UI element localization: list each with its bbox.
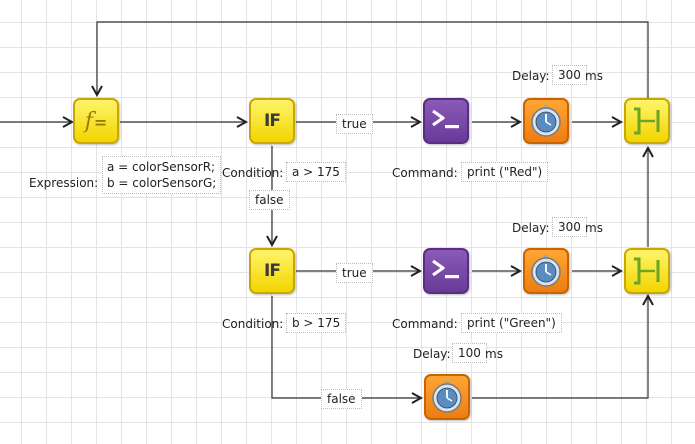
stopwatch-icon [531, 105, 561, 137]
if1-condition-label: Condition: [222, 166, 284, 180]
wire-if2-delay3 [271, 296, 421, 398]
cmd1-value[interactable]: print ("Red") [461, 162, 549, 182]
delay-block-2[interactable] [523, 248, 569, 294]
end-block-2[interactable] [624, 248, 670, 294]
stopwatch-icon [531, 255, 561, 287]
delay3-label: Delay: [413, 347, 451, 361]
end-join-icon [634, 257, 660, 285]
if1-condition-value[interactable]: a > 175 [286, 162, 346, 182]
cmd2-value[interactable]: print ("Green") [461, 313, 562, 333]
expression-line-2: b = colorSensorG; [107, 176, 217, 190]
delay1-value[interactable]: 300 [552, 65, 587, 85]
delay-block-3[interactable] [424, 374, 470, 420]
command-block-2[interactable] [423, 248, 469, 294]
cmd2-label: Command: [392, 317, 458, 331]
cmd1-label: Command: [392, 166, 458, 180]
terminal-icon [432, 259, 459, 279]
wire-loop [97, 21, 649, 98]
delay1-unit: ms [585, 69, 603, 83]
delay1-label: Delay: [512, 69, 550, 83]
if-block-2[interactable]: IF [249, 248, 295, 294]
if2-condition-label: Condition: [222, 317, 284, 331]
end-block-1[interactable] [624, 98, 670, 144]
expression-block[interactable]: f= [73, 98, 119, 144]
expression-label: Expression: [29, 176, 99, 190]
delay2-unit: ms [585, 221, 603, 235]
delay3-unit: ms [485, 347, 503, 361]
delay3-value[interactable]: 100 [452, 343, 487, 363]
end-join-icon [634, 107, 660, 135]
edge-label-true-1: true [336, 114, 373, 134]
function-icon: f= [84, 108, 108, 134]
edge-label-true-2: true [336, 263, 373, 283]
delay2-label: Delay: [512, 221, 550, 235]
edge-label-false-2: false [321, 389, 362, 409]
wire-delay3-end2 [472, 296, 648, 399]
command-block-1[interactable] [423, 98, 469, 144]
expression-line-1: a = colorSensorR; [107, 160, 216, 174]
if-icon: IF [264, 111, 281, 131]
expression-value[interactable]: a = colorSensorR; b = colorSensorG; [102, 156, 222, 194]
stopwatch-icon [432, 381, 462, 413]
edge-label-false-1: false [249, 190, 290, 210]
if2-condition-value[interactable]: b > 175 [286, 313, 347, 333]
terminal-icon [432, 109, 459, 129]
delay2-value[interactable]: 300 [552, 217, 587, 237]
if-block-1[interactable]: IF [249, 98, 295, 144]
delay-block-1[interactable] [523, 98, 569, 144]
if-icon: IF [264, 261, 281, 281]
